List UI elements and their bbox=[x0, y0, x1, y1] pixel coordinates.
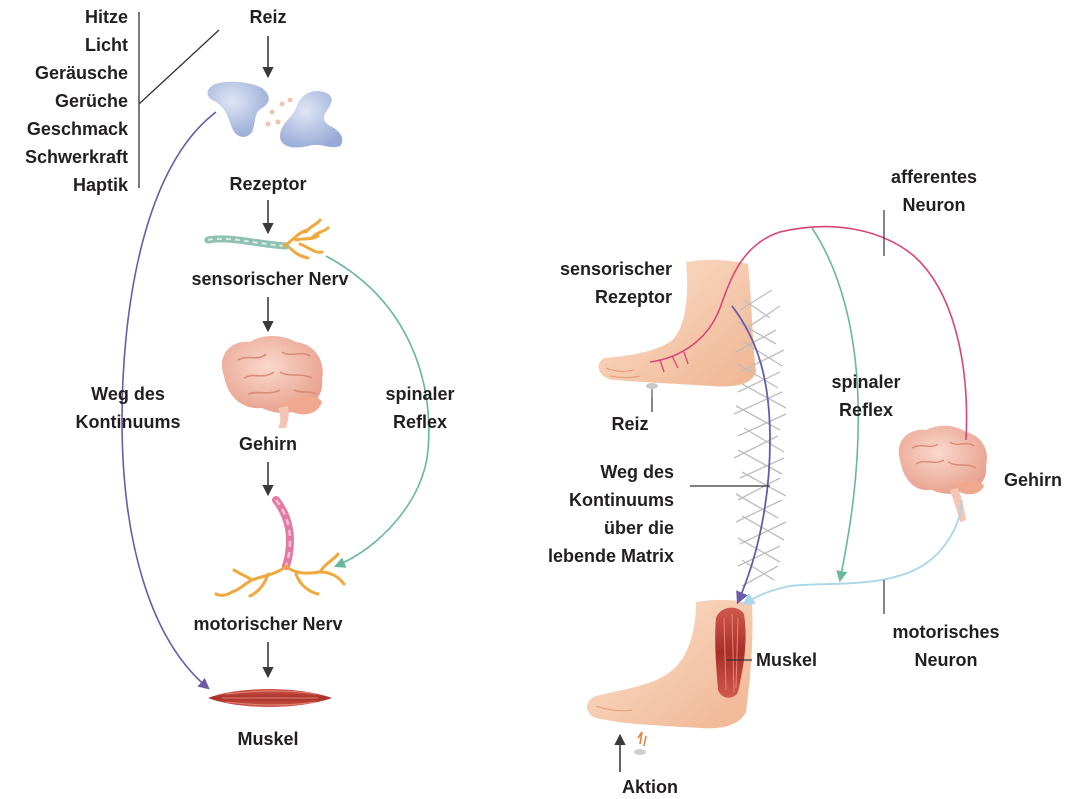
motor-neuron-path bbox=[744, 500, 962, 604]
motor-nerve-illustration bbox=[216, 500, 344, 596]
right-weg-line1: Weg des bbox=[600, 462, 674, 482]
right-weg-line4: lebende Matrix bbox=[548, 546, 674, 566]
left-sensorischer-nerv-label: sensorischer Nerv bbox=[191, 269, 348, 289]
right-spinal-line2: Reflex bbox=[839, 400, 893, 420]
right-afferent-line1: afferentes bbox=[891, 167, 977, 187]
stimulus-sound: Geräusche bbox=[35, 63, 128, 83]
right-motor-line1: motorisches bbox=[892, 622, 999, 642]
stimulus-smell: Gerüche bbox=[55, 91, 128, 111]
right-sens-rez-line1: sensorischer bbox=[560, 259, 672, 279]
brain-illustration-left bbox=[222, 336, 323, 428]
right-aktion-label: Aktion bbox=[622, 777, 678, 797]
left-muskel-label: Muskel bbox=[237, 729, 298, 749]
stimuli-connector-line bbox=[139, 30, 219, 104]
left-spinal-line2: Reflex bbox=[393, 412, 447, 432]
left-weg-line1: Weg des bbox=[91, 384, 165, 404]
right-muskel-label: Muskel bbox=[756, 650, 817, 670]
stimulus-gravity: Schwerkraft bbox=[25, 147, 128, 167]
right-spinal-line1: spinaler bbox=[831, 372, 900, 392]
action-spark-icon bbox=[634, 732, 646, 755]
right-weg-line2: Kontinuums bbox=[569, 490, 674, 510]
stimulus-light: Licht bbox=[85, 35, 128, 55]
left-weg-line2: Kontinuums bbox=[76, 412, 181, 432]
stimulus-pin-icon bbox=[646, 383, 658, 398]
stimulus-heat: Hitze bbox=[85, 7, 128, 27]
left-gehirn-label: Gehirn bbox=[239, 434, 297, 454]
right-gehirn-label: Gehirn bbox=[1004, 470, 1062, 490]
left-motorischer-nerv-label: motorischer Nerv bbox=[193, 614, 342, 634]
right-sens-rez-line2: Rezeptor bbox=[595, 287, 672, 307]
stimulus-taste: Geschmack bbox=[27, 119, 129, 139]
right-reiz-label: Reiz bbox=[611, 414, 648, 434]
right-afferent-line2: Neuron bbox=[903, 195, 966, 215]
right-motor-line2: Neuron bbox=[915, 650, 978, 670]
muscle-illustration-left bbox=[208, 689, 332, 707]
right-weg-line3: über die bbox=[604, 518, 674, 538]
brain-illustration-right bbox=[899, 426, 987, 522]
stimulus-haptic: Haptik bbox=[73, 175, 129, 195]
stimuli-list: Hitze Licht Geräusche Gerüche Geschmack … bbox=[25, 7, 129, 195]
left-rezeptor-label: Rezeptor bbox=[229, 174, 306, 194]
left-spinal-reflex-path bbox=[326, 256, 429, 566]
left-spinal-line1: spinaler bbox=[385, 384, 454, 404]
left-reiz-label: Reiz bbox=[249, 7, 286, 27]
receptor-illustration bbox=[208, 82, 343, 148]
